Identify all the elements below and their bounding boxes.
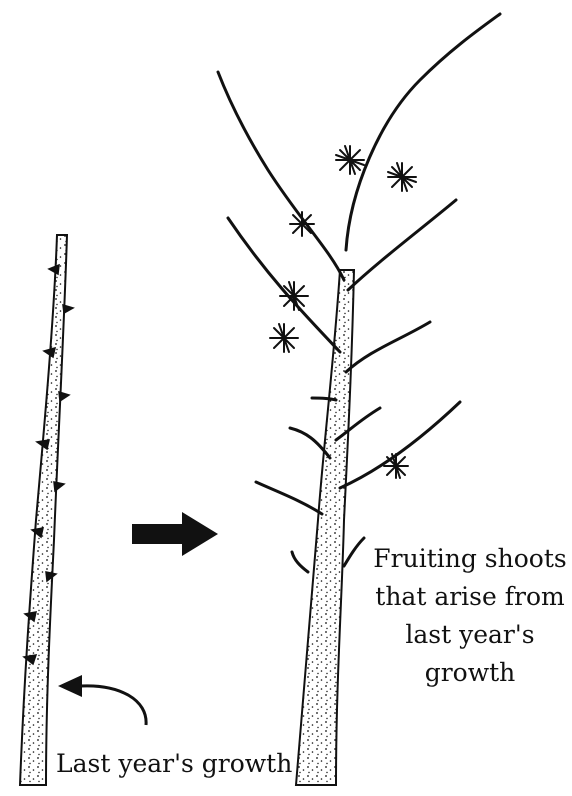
caption-line-1: Fruiting shoots bbox=[372, 540, 568, 578]
curved-arrow-icon bbox=[58, 675, 146, 725]
caption-line-4: growth bbox=[372, 654, 568, 692]
caption-line-3: last year's bbox=[372, 616, 568, 654]
fruiting-shoots-caption: Fruiting shoots that arise from last yea… bbox=[372, 540, 568, 692]
fruiting-shoots bbox=[218, 14, 500, 572]
grown-branch bbox=[296, 270, 354, 785]
last-year-caption: Last year's growth bbox=[56, 748, 292, 780]
right-arrow-icon bbox=[132, 512, 218, 556]
last-year-shoot bbox=[20, 235, 67, 785]
caption-line-2: that arise from bbox=[372, 578, 568, 616]
